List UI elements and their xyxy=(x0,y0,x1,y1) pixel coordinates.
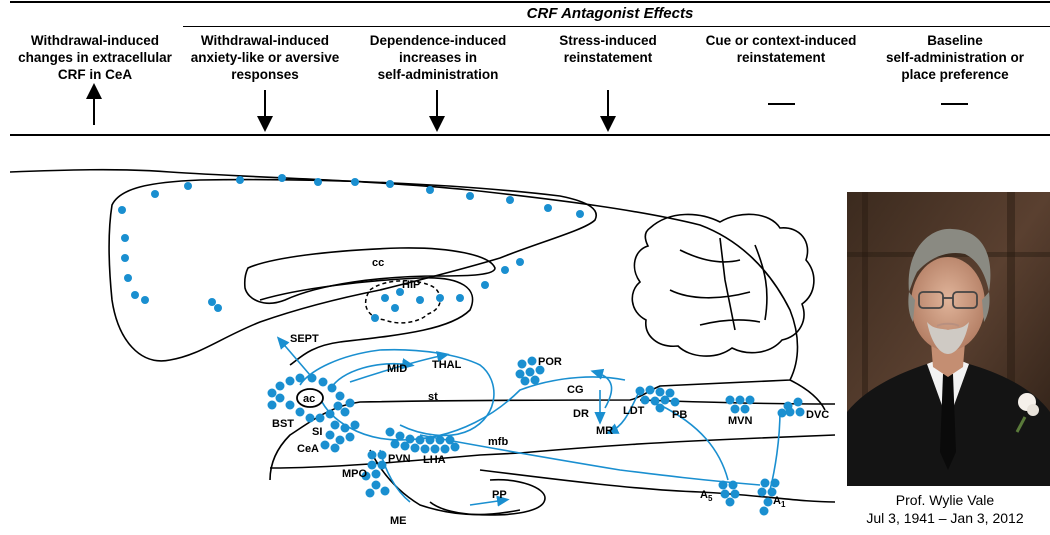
label-ldt: LDT xyxy=(623,405,645,417)
label-bst: BST xyxy=(272,418,294,430)
label-lha: LHA xyxy=(423,454,446,466)
title-underline xyxy=(183,26,1050,27)
portrait-image xyxy=(847,192,1050,486)
column-stress-reinstatement: Stress-induced reinstatement xyxy=(559,33,657,65)
column-withdrawal-crf: Withdrawal-induced changes in extracellu… xyxy=(18,33,172,82)
label-mvn: MVN xyxy=(728,415,753,427)
label-thal: THAL xyxy=(432,359,462,371)
label-por: POR xyxy=(538,356,562,368)
label-st: st xyxy=(428,391,438,403)
label-me: ME xyxy=(390,515,407,527)
label-dvc: DVC xyxy=(806,409,829,421)
label-pvn: PVN xyxy=(388,453,411,465)
column-cue-reinstatement: Cue or context-induced reinstatement xyxy=(705,33,857,65)
column-baseline: Baseline self-administration or place pr… xyxy=(885,33,1025,82)
label-sept: SEPT xyxy=(290,333,319,345)
label-a5: A5 xyxy=(700,489,713,503)
brain-crf-diagram: cc HIP SEPT MID THAL ac st BST SI CeA MP… xyxy=(9,168,836,527)
label-dr: DR xyxy=(573,408,589,420)
label-cg: CG xyxy=(567,384,584,396)
photo-caption: Prof. Wylie Vale Jul 3, 1941 – Jan 3, 20… xyxy=(840,491,1050,527)
label-a1: A1 xyxy=(773,495,786,509)
header-bottom-rule xyxy=(10,134,1050,136)
column-withdrawal-anxiety: Withdrawal-induced anxiety-like or avers… xyxy=(190,33,340,82)
label-cea: CeA xyxy=(297,443,319,455)
hip-dashed-outline xyxy=(364,280,442,324)
caption-name: Prof. Wylie Vale xyxy=(895,492,995,508)
label-mid: MID xyxy=(387,363,407,375)
label-ac: ac xyxy=(303,393,315,405)
crf-pathways xyxy=(276,336,781,507)
top-rule xyxy=(10,1,1050,3)
label-si: SI xyxy=(312,426,322,438)
portrait-photo xyxy=(847,192,1050,486)
column-dependence-self-admin: Dependence-induced increases in self-adm… xyxy=(369,33,507,82)
ac-commissure xyxy=(296,388,324,408)
antagonist-effects-title: CRF Antagonist Effects xyxy=(526,5,694,22)
label-pb: PB xyxy=(672,409,687,421)
label-pp: PP xyxy=(492,489,507,501)
label-cc: cc xyxy=(372,257,384,269)
crf-cell-dots xyxy=(118,174,805,516)
label-mr: MR xyxy=(596,425,613,437)
effect-arrows xyxy=(86,83,968,132)
caption-dates: Jul 3, 1941 – Jan 3, 2012 xyxy=(866,510,1024,526)
label-hip: HIP xyxy=(402,279,420,291)
label-mpo: MPO xyxy=(342,468,368,480)
label-mfb: mfb xyxy=(488,436,508,448)
